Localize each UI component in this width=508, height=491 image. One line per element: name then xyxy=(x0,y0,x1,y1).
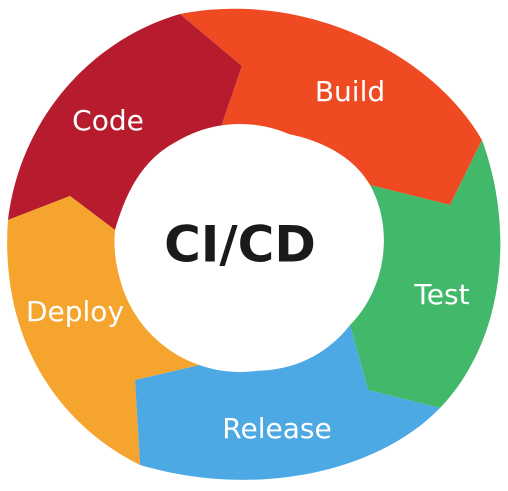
stage-code-segment xyxy=(8,14,242,230)
stage-release-segment xyxy=(135,325,440,480)
center-hub xyxy=(116,124,364,372)
stage-build-label: Build xyxy=(315,75,385,108)
stage-deploy-segment xyxy=(7,196,208,465)
stage-build-segment xyxy=(180,8,482,206)
stage-code: Code xyxy=(8,14,242,230)
stage-test: Test xyxy=(350,140,501,408)
stage-build: Build xyxy=(180,8,482,206)
stage-deploy: Deploy xyxy=(7,196,208,465)
stage-deploy-label: Deploy xyxy=(26,295,124,328)
stage-test-segment xyxy=(350,140,501,408)
stage-release: Release xyxy=(135,325,440,480)
center-title: CI/CD xyxy=(164,216,316,274)
stage-release-label: Release xyxy=(222,412,331,445)
stage-code-label: Code xyxy=(72,104,144,137)
stage-test-label: Test xyxy=(413,278,469,311)
